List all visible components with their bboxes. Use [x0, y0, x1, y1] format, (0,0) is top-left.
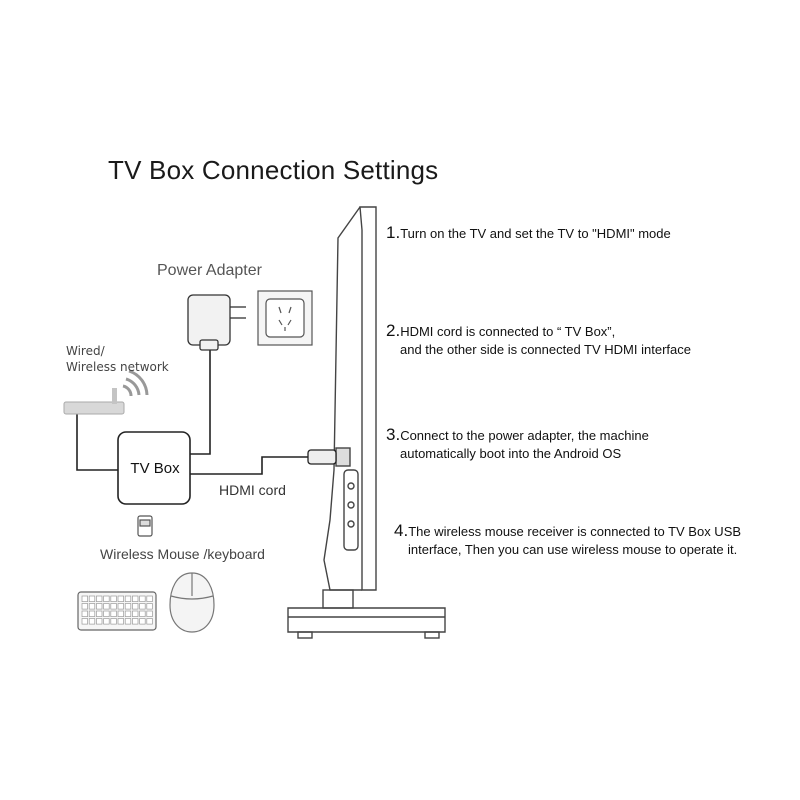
mouse-icon — [169, 572, 215, 633]
step-number: 4. — [394, 521, 409, 540]
keyboard-key — [124, 610, 132, 617]
keyboard-key — [81, 618, 88, 625]
keyboard-key — [96, 618, 103, 625]
keyboard-key — [110, 603, 117, 610]
keyboard-key — [81, 603, 88, 610]
step-text: Turn on the TV and set the TV to "HDMI" … — [400, 226, 671, 241]
power-adapter-icon — [187, 294, 246, 351]
keyboard-key — [81, 610, 88, 617]
keyboard-key — [139, 618, 146, 625]
step-3: 3.Connect to the power adapter, the mach… — [386, 426, 649, 463]
keyboard-key — [110, 618, 117, 625]
keyboard-key — [117, 603, 124, 610]
usb-receiver-icon — [137, 515, 153, 537]
keyboard-key — [103, 618, 110, 625]
keyboard-key — [96, 595, 103, 602]
step-text: HDMI cord is connected to “ TV Box”, — [400, 324, 616, 339]
hdmi-cord-label: HDMI cord — [219, 482, 286, 498]
keyboard-key — [132, 595, 139, 602]
keyboard-key — [139, 603, 146, 610]
diagram-title: TV Box Connection Settings — [108, 155, 439, 185]
keyboard-key — [88, 603, 96, 610]
keyboard-key — [124, 618, 132, 625]
keyboard-key — [139, 610, 146, 617]
power-adapter-label: Power Adapter — [157, 262, 262, 279]
keyboard-key — [88, 618, 96, 625]
keyboard-key — [117, 610, 124, 617]
keyboard-key — [96, 610, 103, 617]
tv-box-device — [117, 431, 191, 505]
step-1: 1.Turn on the TV and set the TV to "HDMI… — [386, 224, 671, 243]
keyboard-key — [146, 595, 153, 602]
keyboard-key — [124, 595, 132, 602]
keyboard-key — [146, 610, 153, 617]
keyboard-key — [88, 610, 96, 617]
keyboard-key — [132, 603, 139, 610]
keyboard-key — [110, 595, 117, 602]
hdmi-plug-icon — [307, 449, 337, 465]
mouse-keyboard-label: Wireless Mouse /keyboard — [100, 546, 265, 562]
keyboard-key — [124, 603, 132, 610]
step-number: 3. — [386, 425, 401, 444]
step-2: 2.HDMI cord is connected to “ TV Box”, a… — [386, 322, 691, 359]
keyboard-key — [96, 603, 103, 610]
keyboard-key — [103, 610, 110, 617]
step-text: The wireless mouse receiver is connected… — [408, 524, 742, 539]
keyboard-icon — [77, 591, 157, 631]
keyboard-key — [103, 595, 110, 602]
keyboard-key — [110, 610, 117, 617]
keyboard-key — [81, 595, 88, 602]
tv-side-view-icon — [287, 206, 446, 639]
wifi-icon — [122, 369, 149, 397]
keyboard-key — [132, 618, 139, 625]
keyboard-key — [117, 618, 124, 625]
keyboard-key — [146, 603, 153, 610]
keyboard-key — [117, 595, 124, 602]
keyboard-key — [146, 618, 153, 625]
keyboard-key — [103, 603, 110, 610]
step-number: 2. — [386, 321, 401, 340]
step-4: 4.The wireless mouse receiver is connect… — [394, 522, 741, 559]
tv-box-label: TV Box — [130, 460, 180, 477]
keyboard-key — [139, 595, 146, 602]
network-label: Wired/ Wireless network — [66, 344, 169, 374]
step-text-continued: and the other side is connected TV HDMI … — [400, 342, 691, 357]
cables — [76, 350, 310, 475]
keyboard-key — [132, 610, 139, 617]
step-number: 1. — [386, 223, 401, 242]
step-text: Connect to the power adapter, the machin… — [400, 428, 649, 443]
wall-socket-icon — [257, 290, 313, 346]
step-text-continued: interface, Then you can use wireless mou… — [408, 542, 738, 557]
router-icon — [63, 388, 125, 415]
keyboard-key — [88, 595, 96, 602]
step-text-continued: automatically boot into the Android OS — [400, 446, 622, 461]
